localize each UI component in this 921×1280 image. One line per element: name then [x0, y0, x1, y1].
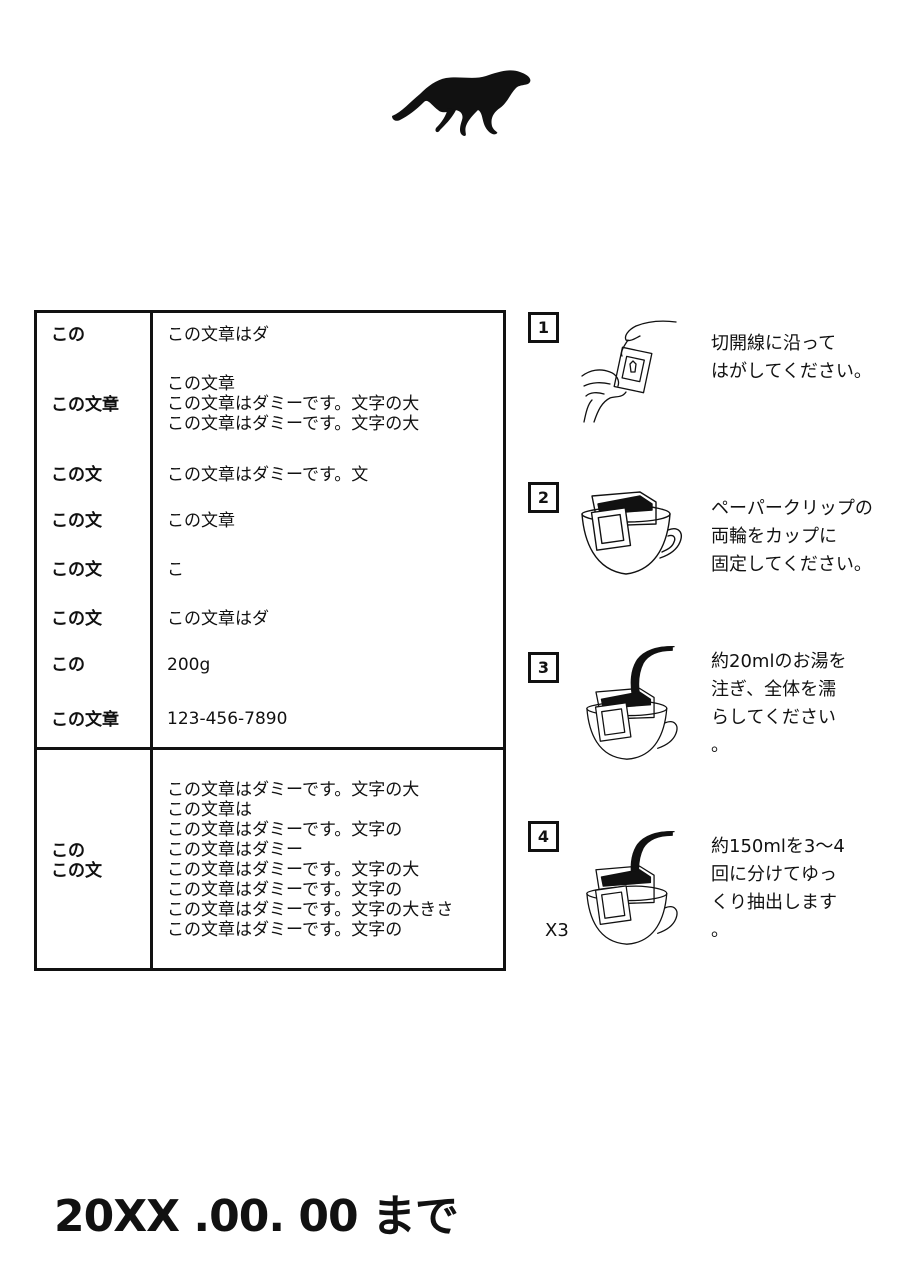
footer-value-line: この文章は [167, 800, 252, 820]
step-number-4: 4 [528, 821, 559, 852]
table-column-divider [150, 313, 153, 968]
instruction-line: 固定してください。 [711, 554, 872, 575]
row-value: この文章はダ [167, 609, 269, 629]
footer-value-line: この文章はダミーです。文字の大 [167, 780, 420, 800]
cheetah-logo-icon [388, 62, 534, 140]
footer-value-line: この文章はダミーです。文字の大きさ [167, 900, 454, 920]
step-number-3: 3 [528, 652, 559, 683]
hands-tearing-packet-icon [580, 312, 690, 430]
row-label: この [51, 325, 85, 345]
instruction-line: 切開線に沿って [711, 333, 837, 354]
instruction-line: はがしてください。 [711, 361, 872, 382]
instruction-line: 約150mlを3〜4 [711, 836, 845, 857]
row-label: この文章 [51, 710, 119, 730]
step-3-instructions: 約20mlのお湯を 注ぎ、全体を濡 らしてください 。 [711, 648, 846, 760]
row-label: この文 [51, 465, 102, 485]
instruction-line: くり抽出します [711, 892, 837, 913]
step-2-instructions: ペーパークリップの 両輪をカップに 固定してください。 [711, 495, 873, 579]
instruction-line: ペーパークリップの [711, 498, 873, 519]
footer-value-line: この文章はダミーです。文字の [167, 820, 403, 840]
best-before-date: 20XX .00. 00 まで [54, 1191, 459, 1242]
row-value-line: この文章 [167, 374, 235, 394]
row-value: この文章はダミーです。文 [167, 465, 369, 485]
instruction-line: 両輪をカップに [711, 526, 837, 547]
spec-table: この この文章はダ この文章 この文章 この文章はダミーです。文字の大 この文章… [34, 310, 506, 971]
instruction-line: 。 [711, 920, 729, 941]
step-number-2: 2 [528, 482, 559, 513]
row-value: この文章はダ [167, 325, 269, 345]
pouring-water-repeat-icon [580, 828, 690, 946]
footer-value-line: この文章はダミーです。文字の大 [167, 860, 420, 880]
row-label: この文 [51, 511, 102, 531]
pouring-water-icon [580, 643, 690, 761]
row-value: こ [167, 560, 184, 580]
table-section-divider [37, 747, 503, 750]
repeat-count: X3 [545, 920, 569, 941]
row-value-line: この文章はダミーです。文字の大 [167, 394, 420, 414]
instruction-line: 回に分けてゆっ [711, 864, 837, 885]
row-value: この文章 [167, 511, 235, 531]
step-1-instructions: 切開線に沿って はがしてください。 [711, 330, 872, 386]
row-label: この文 [51, 609, 102, 629]
row-label: この文章 [51, 395, 119, 415]
drip-bag-on-cup-icon [580, 470, 690, 588]
footer-value-line: この文章はダミーです。文字の [167, 920, 403, 940]
footer-value: この文章はダミーです。文字の大 この文章は この文章はダミーです。文字の この文… [167, 780, 453, 940]
instruction-line: 注ぎ、全体を濡 [711, 679, 837, 700]
row-value: この文章 この文章はダミーです。文字の大 この文章はダミーです。文字の大 [167, 374, 419, 434]
row-value-line: この文章はダミーです。文字の大 [167, 414, 420, 434]
footer-value-line: この文章はダミーです。文字の [167, 880, 403, 900]
footer-label: この この文 [51, 841, 102, 881]
row-label: この文 [51, 560, 102, 580]
footer-label-line: この [51, 841, 85, 861]
step-4-instructions: 約150mlを3〜4 回に分けてゆっ くり抽出します 。 [711, 833, 845, 945]
instruction-line: 約20mlのお湯を [711, 651, 847, 672]
row-value: 200g [167, 655, 211, 675]
instruction-line: らしてください [711, 707, 836, 728]
instruction-line: 。 [711, 735, 729, 756]
row-value: 123-456-7890 [167, 709, 288, 729]
footer-label-line: この文 [51, 861, 102, 881]
step-number-1: 1 [528, 312, 559, 343]
footer-value-line: この文章はダミー [167, 840, 303, 860]
row-label: この [51, 655, 85, 675]
